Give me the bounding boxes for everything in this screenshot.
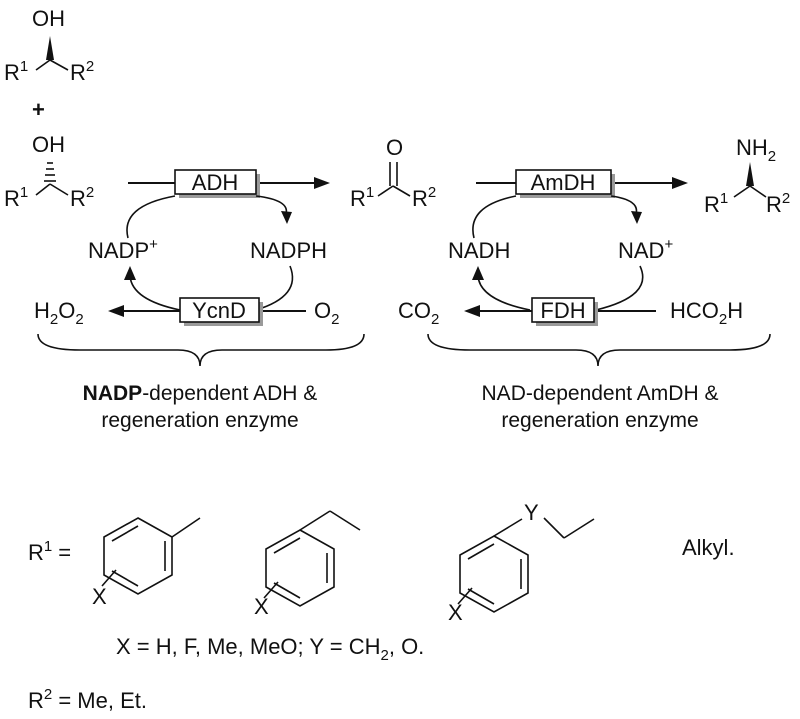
alcohol2-r1: R1: [4, 184, 28, 211]
left-cycle: ADH NADP+ NADPH YcnD H2O2 O2: [34, 169, 365, 367]
fdh-arrowhead: [464, 305, 480, 317]
amdh-label: AmDH: [531, 170, 596, 195]
alcohol1-r2: R2: [70, 58, 94, 85]
y-label: Y: [524, 500, 539, 525]
alkyl-label: Alkyl.: [682, 535, 735, 560]
ycnd-arc-left: [129, 275, 181, 311]
amdh-arc-left: [472, 195, 517, 239]
co2-label: CO2: [398, 298, 439, 328]
ycnd-enzyme-box: [179, 297, 260, 323]
left-cycle-caption: NADP-dependent ADH & regeneration enzyme: [40, 380, 360, 434]
ycnd-arrowhead: [108, 305, 124, 317]
alcohol2-hashed-bond: [44, 162, 56, 182]
nadp-plus-label: NADP+: [88, 236, 158, 263]
right-caption-line1: NAD-dependent AmDH &: [481, 382, 719, 405]
right-caption-line2: regeneration enzyme: [501, 409, 699, 432]
r2-definition: R2 = Me, Et.: [28, 686, 147, 713]
alcohol2-r2: R2: [70, 184, 94, 211]
nadh-arrowhead: [472, 266, 484, 280]
x-label-1: X: [92, 584, 107, 609]
plus-sign: +: [32, 97, 45, 122]
ketone-r2: R2: [412, 184, 436, 211]
nad-plus-label: NAD+: [618, 236, 673, 263]
amine-wedge-bond: [746, 162, 754, 186]
ketone-o: O: [386, 135, 403, 160]
ketone-r1: R1: [350, 184, 374, 211]
fdh-arc-right: [595, 265, 644, 311]
fdh-arc-left: [477, 275, 531, 311]
ycnd-arc-right: [255, 265, 294, 311]
r1-equals-label: R1=: [28, 538, 71, 565]
nadph-arrowhead: [281, 211, 292, 224]
adh-enzyme-box: [174, 169, 257, 195]
amdh-arrowhead: [672, 177, 688, 189]
amdh-enzyme-box: [515, 169, 612, 195]
fdh-enzyme-box: [531, 297, 595, 323]
adh-label: ADH: [192, 170, 238, 195]
amine-nh2: NH2: [736, 135, 776, 165]
alcohol-structure-1: OH R1 R2: [4, 6, 94, 85]
right-cycle: AmDH NADH NAD+ FDH CO2 HCO2H: [398, 169, 771, 367]
right-brace: [427, 333, 771, 367]
hco2h-label: HCO2H: [670, 298, 743, 328]
amine-structure: NH2 R1 R2: [704, 135, 790, 217]
alcohol1-bond-right: [49, 59, 69, 71]
amine-r1: R1: [704, 190, 728, 217]
alcohol1-bond-left: [35, 59, 51, 71]
left-caption-line1: NADP-dependent ADH &: [82, 382, 318, 405]
h2o2-label: H2O2: [34, 298, 84, 328]
amine-r2: R2: [766, 190, 790, 217]
nadp-arrowhead: [124, 266, 136, 280]
adh-arrowhead: [314, 177, 330, 189]
nad-arrowhead: [631, 211, 642, 224]
nadph-label: NADPH: [250, 238, 327, 263]
alcohol2-bond-right: [49, 183, 69, 196]
x-label-3: X: [448, 600, 463, 625]
alcohol1-wedge-bond: [46, 36, 54, 60]
alcohol-structure-2: OH R1 R2: [4, 132, 94, 211]
alcohol2-oh: OH: [32, 132, 65, 157]
benzyl-substituent-1: X: [92, 517, 201, 609]
fdh-label: FDH: [540, 298, 585, 323]
x-y-definition: X = H, F, Me, MeO; Y = CH2, O.: [116, 634, 424, 664]
adh-arc-left: [126, 195, 176, 239]
ketone-structure: O R1 R2: [350, 135, 436, 211]
ycnd-label: YcnD: [192, 298, 246, 323]
x-label-2: X: [254, 594, 269, 619]
benzyl-substituent-2: X: [254, 510, 361, 619]
alcohol2-bond-left: [35, 183, 51, 196]
alcohol1-oh: OH: [32, 6, 65, 31]
alcohol1-r1: R1: [4, 58, 28, 85]
right-cycle-caption: NAD-dependent AmDH & regeneration enzyme: [430, 380, 770, 434]
o2-label: O2: [314, 298, 339, 328]
left-brace: [37, 333, 365, 367]
benzyl-substituent-3: Y X: [448, 500, 595, 625]
nadh-label: NADH: [448, 238, 510, 263]
substituent-definitions: R1= X X Y: [28, 500, 735, 713]
left-caption-line2: regeneration enzyme: [101, 409, 299, 432]
